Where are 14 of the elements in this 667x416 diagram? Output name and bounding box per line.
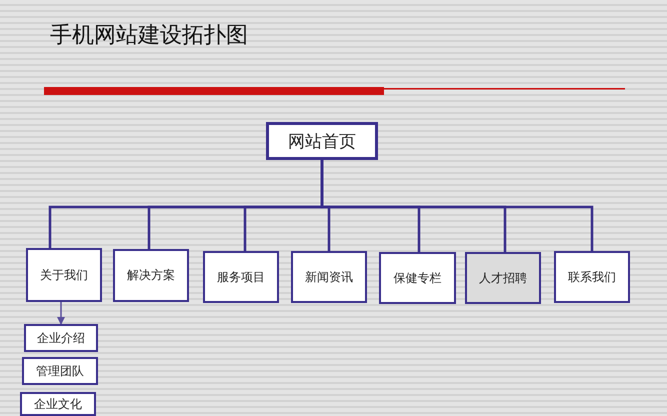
page-title: 手机网站建设拓扑图 <box>50 22 248 50</box>
page-box: 关于我们 <box>26 248 102 302</box>
subpage-box: 企业文化 <box>20 392 96 416</box>
page-box: 人才招聘 <box>465 252 541 304</box>
home-page-box: 网站首页 <box>266 122 378 160</box>
page-box: 解决方案 <box>113 249 189 302</box>
arrow <box>57 302 65 325</box>
page-box: 新闻资讯 <box>291 251 367 303</box>
page-box: 联系我们 <box>554 251 630 303</box>
page-box: 保健专栏 <box>379 252 456 304</box>
subpage-box: 企业介绍 <box>24 324 98 352</box>
subpage-box: 管理团队 <box>22 357 98 385</box>
page-box: 服务项目 <box>203 251 279 303</box>
connector-line <box>320 160 594 251</box>
